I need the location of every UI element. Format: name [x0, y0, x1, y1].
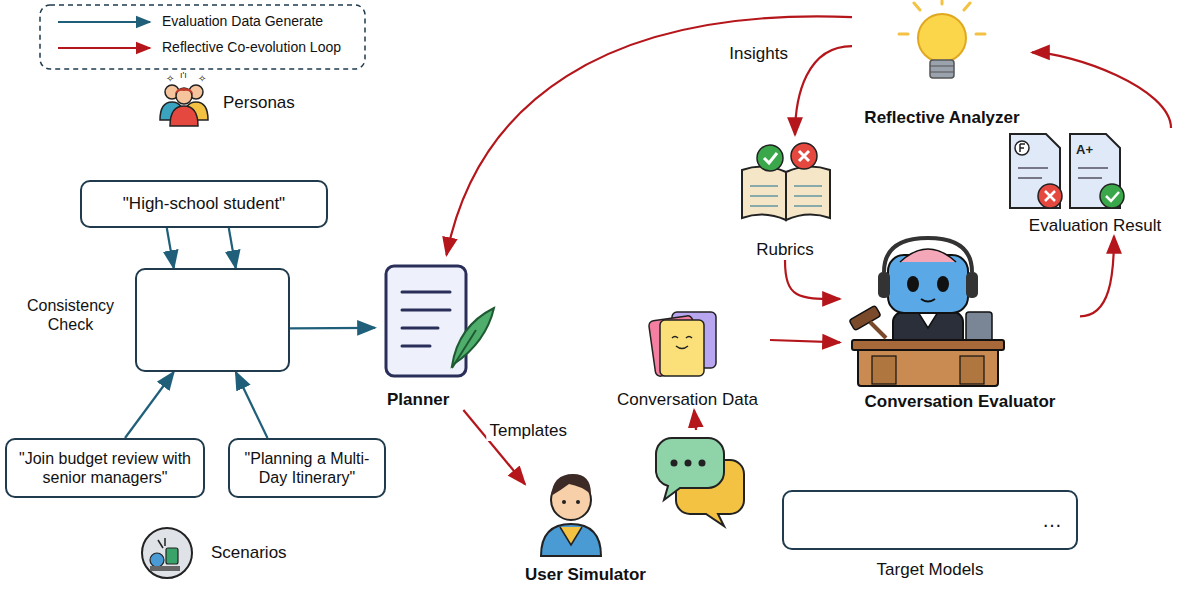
- arrow-connector: [229, 228, 236, 268]
- node-label: Reflective Analyzer: [852, 108, 1032, 128]
- edge-label: Templates: [486, 421, 569, 441]
- arrow-connector: [447, 16, 853, 255]
- icon-node: Rubrics: [735, 135, 835, 260]
- process-box: Consistency Check: [135, 268, 290, 372]
- arrow-connector: [785, 260, 840, 299]
- svg-text:✧: ✧: [166, 73, 174, 84]
- node-label: Personas: [223, 92, 295, 112]
- node-label: "Join budget review with senior managers…: [7, 446, 203, 490]
- node-label: "Planning a Multi-Day Itinerary": [230, 446, 384, 490]
- arrow-connector: [770, 340, 840, 342]
- process-box: "Planning a Multi-Day Itinerary": [228, 438, 386, 498]
- icon-node: Personas: [155, 75, 305, 130]
- node-label: Scenarios: [211, 543, 287, 563]
- node-text: …: [1042, 508, 1062, 532]
- icon-node: Conversation Data: [605, 310, 770, 410]
- user-icon: [541, 474, 601, 556]
- node-label: Evaluation Result: [1000, 216, 1190, 236]
- report-icons: A+: [1010, 134, 1124, 208]
- edge-label: Insights: [726, 44, 791, 64]
- node-label: Rubrics: [735, 240, 835, 260]
- judge-robot-icon: [849, 238, 1004, 386]
- node-label: User Simulator: [525, 565, 750, 585]
- icon-node: Conversation Evaluator: [840, 238, 1080, 412]
- node-label: Conversation Data: [605, 390, 770, 410]
- arrow-connector: [167, 228, 174, 268]
- arrow-connector: [236, 372, 268, 438]
- svg-text:A+: A+: [1076, 142, 1093, 157]
- process-box: "High-school student": [80, 180, 328, 228]
- book-icon: [742, 143, 830, 220]
- node-label: "High-school student": [115, 190, 293, 218]
- personas-icon: ✧ ı'ı ✧: [160, 70, 208, 126]
- arrow-connector: [125, 372, 174, 438]
- legend-text: Evaluation Data Generate: [162, 13, 323, 29]
- icon-node: Planner: [375, 255, 505, 410]
- icon-node: Scenarios: [135, 522, 305, 584]
- svg-text:✧: ✧: [198, 73, 206, 84]
- svg-text:ı'ı: ı'ı: [180, 70, 187, 80]
- bulb-icon: [899, 1, 985, 78]
- arrow-connector: [795, 46, 852, 135]
- legend-box: [40, 5, 365, 69]
- chat-bubbles: [656, 438, 744, 526]
- cards-icon: [648, 312, 716, 377]
- planner-icon: [386, 266, 494, 376]
- arrow-connector: [1032, 52, 1171, 128]
- icon-node: Evaluation Result: [1000, 128, 1190, 236]
- scenarios-icon: [142, 528, 192, 578]
- icon-node: User Simulator: [525, 430, 750, 585]
- node-label: Planner: [375, 390, 505, 410]
- legend-text: Reflective Co-evolution Loop: [162, 39, 341, 55]
- arrow-connector: [694, 410, 696, 430]
- process-box: "Join budget review with senior managers…: [5, 438, 205, 498]
- node-label: Conversation Evaluator: [840, 392, 1080, 412]
- node-label: Target Models: [784, 560, 1076, 580]
- process-box: Target Models…: [782, 490, 1078, 550]
- arrow-connector: [1080, 236, 1114, 316]
- arrow-connector: [290, 327, 375, 330]
- icon-node: Reflective Analyzer: [852, 2, 1032, 128]
- node-label: Consistency Check: [18, 296, 123, 334]
